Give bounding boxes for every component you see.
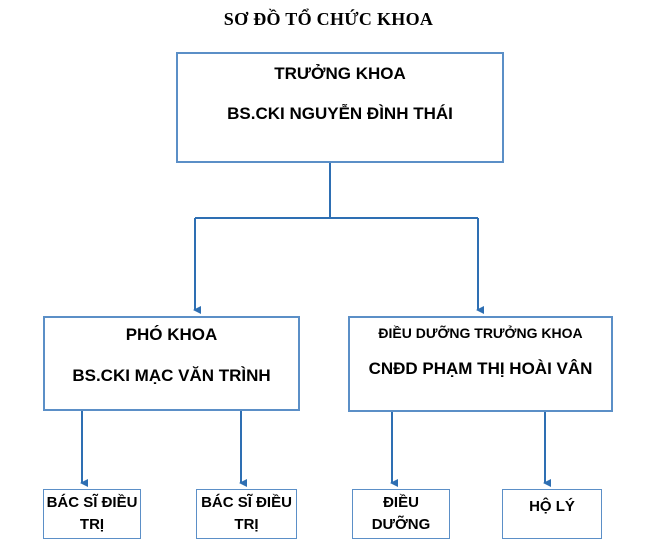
head-nurse-name: CNĐD PHẠM THỊ HOÀI VÂN xyxy=(368,359,593,378)
deputy-name: BS.CKI MẠC VĂN TRÌNH xyxy=(72,366,271,385)
orderly-box: HỘ LÝ xyxy=(502,489,602,539)
deputy-role: PHÓ KHOA xyxy=(125,325,218,344)
treating-doctor-box-2: BÁC SĨ ĐIỀU TRỊ xyxy=(196,489,297,539)
nursing-box: ĐIỀU DƯỠNG xyxy=(352,489,450,539)
diagram-title: SƠ ĐỒ TỔ CHỨC KHOA xyxy=(223,9,434,29)
head-nurse-role: ĐIỀU DƯỠNG TRƯỞNG KHOA xyxy=(378,325,583,341)
treating-doctor-box-1: BÁC SĨ ĐIỀU TRỊ xyxy=(43,489,141,539)
treating-doctor-label-2: BÁC SĨ ĐIỀU TRỊ xyxy=(201,494,292,533)
nursing-label: ĐIỀU DƯỠNG xyxy=(371,494,431,533)
head-of-department-box: TRƯỞNG KHOA BS.CKI NGUYỄN ĐÌNH THÁI xyxy=(176,52,504,163)
deputy-head-box: PHÓ KHOA BS.CKI MẠC VĂN TRÌNH xyxy=(43,316,300,411)
head-nurse-box: ĐIỀU DƯỠNG TRƯỞNG KHOA CNĐD PHẠM THỊ HOÀ… xyxy=(348,316,613,412)
head-role: TRƯỞNG KHOA xyxy=(274,64,406,83)
head-name: BS.CKI NGUYỄN ĐÌNH THÁI xyxy=(227,104,453,123)
orderly-label: HỘ LÝ xyxy=(529,498,575,515)
treating-doctor-label-1: BÁC SĨ ĐIỀU TRỊ xyxy=(46,494,138,533)
